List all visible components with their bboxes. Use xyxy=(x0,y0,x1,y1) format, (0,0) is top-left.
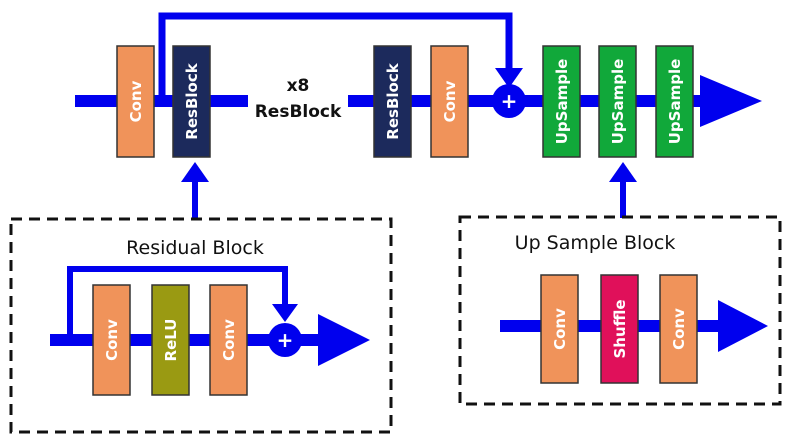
upsample-shuffle-label: Shuffle xyxy=(611,299,629,358)
main-upsample-2-box xyxy=(598,45,637,158)
repeat-label-backdrop xyxy=(248,70,348,126)
detail-connectors xyxy=(181,162,637,218)
skip-connection xyxy=(158,12,513,97)
main-resblock-1-label: ResBlock xyxy=(183,62,201,139)
main-upsample-1-box xyxy=(542,45,581,158)
main-upsample-3-box xyxy=(655,45,694,158)
residual-conv-1-label: Conv xyxy=(103,319,121,361)
main-upsample-2-label: UpSample xyxy=(609,59,627,145)
upsample-block-frame xyxy=(458,215,782,406)
main-upsample-1-label: UpSample xyxy=(553,59,571,145)
upsample-conv-2: Conv xyxy=(659,274,698,384)
main-conv-2: Conv xyxy=(430,45,469,158)
main-resblock-2-label: ResBlock xyxy=(384,62,402,139)
skip-connection-arrowhead xyxy=(495,68,523,88)
residual-connector-arrowhead xyxy=(181,162,209,182)
residual-relu-label: ReLU xyxy=(162,319,180,362)
main-adder-symbol: + xyxy=(501,89,518,113)
main-resblock-1-box xyxy=(172,45,211,158)
residual-conv-2-label: Conv xyxy=(220,319,238,361)
main-resblock-1: ResBlock xyxy=(172,45,211,158)
main-upsample-1: UpSample xyxy=(542,45,581,158)
residual-skip-arrowhead xyxy=(272,304,298,322)
upsample-conv-2-label: Conv xyxy=(670,308,688,350)
residual-block-frame xyxy=(9,217,393,434)
residual-conv-1-box xyxy=(92,284,131,396)
main-conv-1-box xyxy=(116,45,155,158)
main-pipeline: Conv ResBlock x8 ResBlock ResBlock Conv … xyxy=(75,12,762,158)
residual-adder-symbol: + xyxy=(277,328,294,352)
main-output-arrowhead xyxy=(700,75,762,127)
upsample-shuffle: Shuffle xyxy=(600,274,639,384)
residual-conv-1: Conv xyxy=(92,284,131,396)
residual-skip-connection xyxy=(67,266,288,336)
residual-relu: ReLU xyxy=(151,284,190,396)
main-conv-2-box xyxy=(430,45,469,158)
main-conv-2-label: Conv xyxy=(441,80,459,122)
upsample-output-arrowhead xyxy=(718,300,768,352)
upsample-conv-1-label: Conv xyxy=(551,308,569,350)
upsample-block-title: Up Sample Block xyxy=(515,232,676,254)
residual-conv-2: Conv xyxy=(209,284,248,396)
residual-adder-circle xyxy=(268,323,302,357)
upsample-conv-1: Conv xyxy=(540,274,579,384)
upsample-block-detail: Up Sample Block Conv Shuffle Conv xyxy=(458,215,782,406)
main-adder-circle xyxy=(492,84,526,118)
main-conv-1: Conv xyxy=(116,45,155,158)
residual-conv-2-box xyxy=(209,284,248,396)
main-resblock-2: ResBlock xyxy=(373,45,412,158)
upsample-conv-1-box xyxy=(540,274,579,384)
main-adder: + xyxy=(492,84,526,118)
residual-block-title: Residual Block xyxy=(126,237,264,259)
upsample-conv-2-box xyxy=(659,274,698,384)
main-upsample-2: UpSample xyxy=(598,45,637,158)
residual-adder: + xyxy=(268,323,302,357)
upsample-shuffle-box xyxy=(600,274,639,384)
repeat-count: x8 xyxy=(287,76,310,96)
main-upsample-3: UpSample xyxy=(655,45,694,158)
residual-output-arrowhead xyxy=(318,314,370,366)
residual-relu-box xyxy=(151,284,190,396)
main-upsample-3-label: UpSample xyxy=(666,59,684,145)
main-conv-1-label: Conv xyxy=(127,80,145,122)
main-resblock-2-box xyxy=(373,45,412,158)
upsample-connector-arrowhead xyxy=(609,162,637,182)
repeat-block-name: ResBlock xyxy=(255,102,342,122)
residual-block-detail: Residual Block Conv ReLU Conv + xyxy=(9,217,393,434)
